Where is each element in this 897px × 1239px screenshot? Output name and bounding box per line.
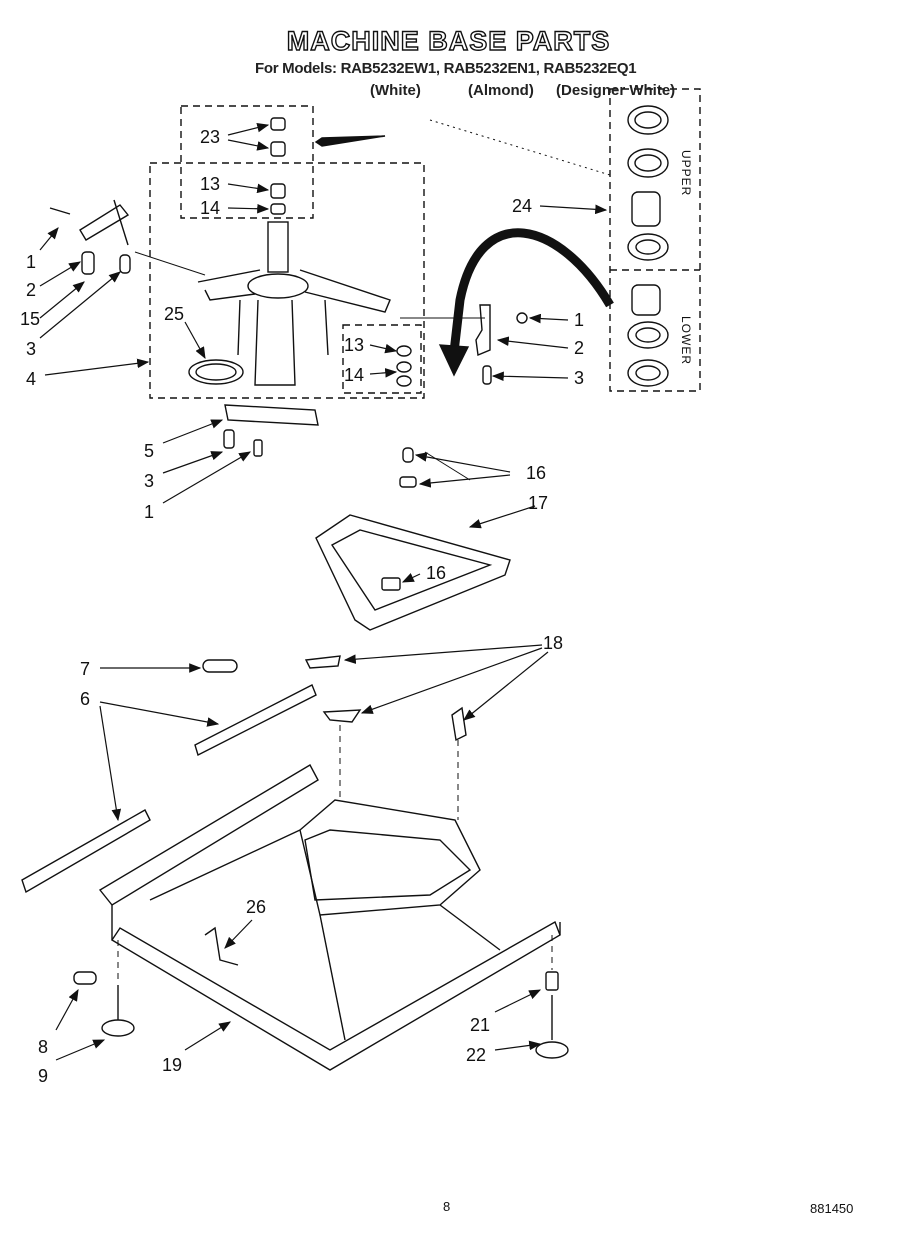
finish-designer-white: (Designer White) <box>556 82 676 99</box>
leader-arrows <box>39 122 608 1061</box>
box-center-post <box>149 162 425 399</box>
callout-18: 18 <box>543 633 564 653</box>
models-line: For Models: RAB5232EW1, RAB5232EN1, RAB5… <box>255 60 637 77</box>
callout-16: 16 <box>526 463 547 483</box>
callout-17: 17 <box>528 493 549 513</box>
callout-25: 25 <box>164 304 185 324</box>
callout-26: 26 <box>246 897 267 917</box>
kit-label-lower: LOWER <box>679 316 693 366</box>
callout-5: 5 <box>144 441 155 461</box>
callout-13: 13 <box>200 174 221 194</box>
document-number: 881450 <box>810 1201 854 1216</box>
callout-23: 23 <box>200 127 221 147</box>
box-top-bearings <box>180 105 314 219</box>
callout-13-side: 13 <box>344 335 365 355</box>
callout-3-lower: 3 <box>144 471 155 491</box>
callout-22: 22 <box>466 1045 487 1065</box>
callout-7: 7 <box>80 659 91 679</box>
callout-19: 19 <box>162 1055 183 1075</box>
page-number: 8 <box>443 1199 451 1214</box>
callout-2: 2 <box>26 280 37 300</box>
finish-almond: (Almond) <box>468 82 534 99</box>
big-arrow-curve <box>449 228 614 353</box>
big-arrow-top <box>314 135 386 147</box>
kit-label-upper: UPPER <box>679 150 693 197</box>
callout-14-side: 14 <box>344 365 365 385</box>
callout-3: 3 <box>26 339 37 359</box>
callout-4: 4 <box>26 369 37 389</box>
callout-14: 14 <box>200 198 221 218</box>
callout-21: 21 <box>470 1015 491 1035</box>
callout-3-right: 3 <box>574 368 585 388</box>
box-kit <box>609 88 701 392</box>
callout-9: 9 <box>38 1066 49 1086</box>
callout-8: 8 <box>38 1037 49 1057</box>
callout-6: 6 <box>80 689 91 709</box>
box-side-bearings <box>342 324 422 394</box>
finish-white: (White) <box>370 82 421 99</box>
page-title: MACHINE BASE PARTS <box>286 25 611 56</box>
lower-kit-rings <box>627 284 669 387</box>
callout-1: 1 <box>26 252 37 272</box>
callout-1-right: 1 <box>574 310 585 330</box>
callout-2-right: 2 <box>574 338 585 358</box>
callout-15: 15 <box>20 309 41 329</box>
callout-16-lower: 16 <box>426 563 447 583</box>
callout-1-lower: 1 <box>144 502 155 522</box>
kit-leader <box>429 119 611 176</box>
upper-kit-rings <box>627 105 669 261</box>
callout-24: 24 <box>512 196 533 216</box>
